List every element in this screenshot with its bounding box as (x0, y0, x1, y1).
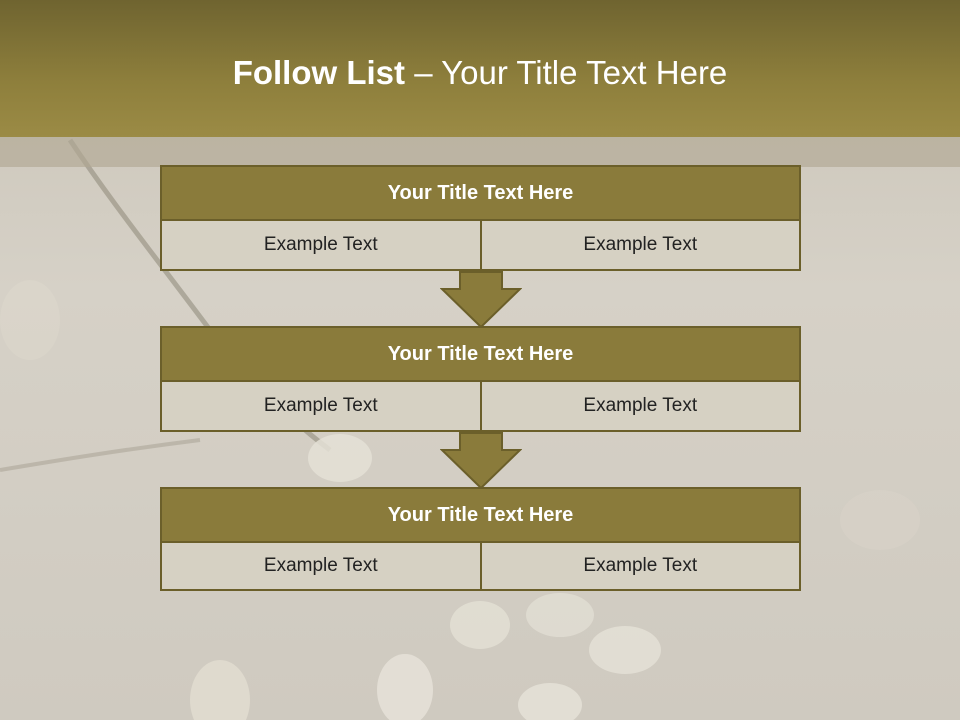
slide-title-rest: – Your Title Text Here (405, 54, 728, 91)
step-cell-3-left: Example Text (160, 543, 482, 591)
step-cell-1-left: Example Text (160, 221, 482, 271)
step-block-3: Your Title Text Here Example Text Exampl… (160, 487, 801, 591)
step-title-3: Your Title Text Here (160, 487, 801, 543)
step-block-2: Your Title Text Here Example Text Exampl… (160, 326, 801, 432)
step-cell-1-right: Example Text (481, 221, 801, 271)
step-cell-2-left: Example Text (160, 382, 482, 432)
slide-title-bold: Follow List (232, 54, 406, 91)
header-bar (0, 0, 960, 137)
step-row-2: Example Text Example Text (160, 382, 801, 432)
header-strip (0, 137, 960, 167)
step-title-2: Your Title Text Here (160, 326, 801, 382)
step-cell-2-right: Example Text (481, 382, 801, 432)
slide-title: Follow List – Your Title Text Here (0, 54, 960, 92)
step-title-1: Your Title Text Here (160, 165, 801, 221)
step-cell-3-right: Example Text (481, 543, 801, 591)
step-row-1: Example Text Example Text (160, 221, 801, 271)
step-row-3: Example Text Example Text (160, 543, 801, 591)
down-arrow-icon (440, 271, 522, 329)
down-arrow-icon (440, 432, 522, 490)
step-block-1: Your Title Text Here Example Text Exampl… (160, 165, 801, 271)
